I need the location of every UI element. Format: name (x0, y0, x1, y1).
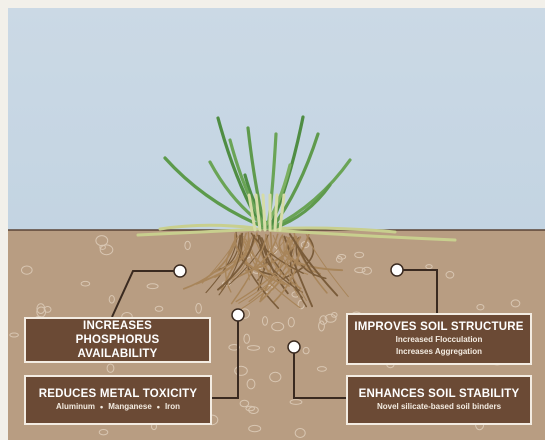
callout-phosphorus-title: INCREASES PHOSPHORUS AVAILABILITY (43, 319, 193, 361)
metal-item-manganese: Manganese (108, 401, 152, 413)
dot-stability (288, 341, 300, 353)
callout-structure: IMPROVES SOIL STRUCTURE Increased Floccu… (346, 313, 532, 365)
callout-structure-title: IMPROVES SOIL STRUCTURE (354, 320, 523, 334)
metal-separator: • (157, 401, 160, 413)
grass-stem (275, 195, 277, 230)
callout-stability-line: Novel silicate-based soil binders (377, 401, 501, 413)
dot-structure (391, 264, 403, 276)
dot-phosphorus (174, 265, 186, 277)
grass-stem (263, 195, 265, 230)
callout-structure-line-2: Increases Aggregation (396, 346, 482, 358)
callout-structure-line-1: Increased Flocculation (396, 334, 483, 346)
dot-metal (232, 309, 244, 321)
metal-item-iron: Iron (165, 401, 180, 413)
callout-metal-title: REDUCES METAL TOXICITY (39, 387, 197, 401)
callout-metal: REDUCES METAL TOXICITY Aluminum • Mangan… (24, 375, 212, 425)
metal-item-aluminum: Aluminum (56, 401, 95, 413)
callout-stability: ENHANCES SOIL STABILITY Novel silicate-b… (346, 375, 532, 425)
metal-separator: • (100, 401, 103, 413)
callout-metal-items: Aluminum • Manganese • Iron (56, 401, 180, 413)
callout-phosphorus: INCREASES PHOSPHORUS AVAILABILITY (24, 317, 211, 363)
callout-stability-title: ENHANCES SOIL STABILITY (359, 387, 520, 401)
